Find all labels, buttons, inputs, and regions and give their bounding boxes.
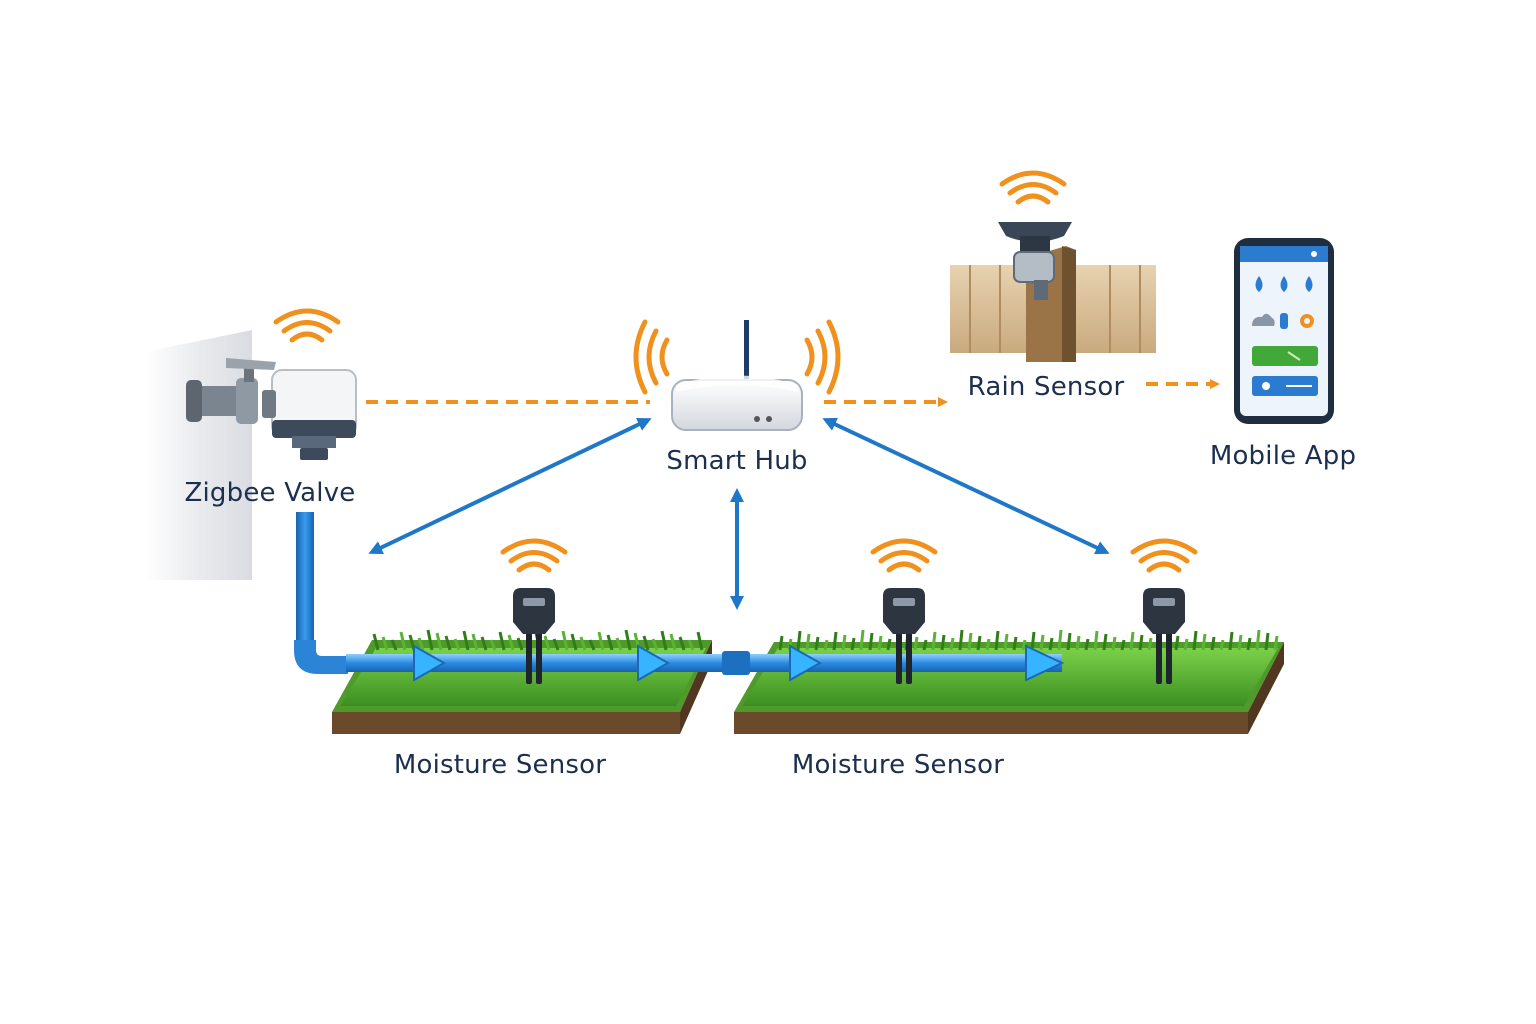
hub-signal-left-icon [633, 319, 670, 395]
lawn-patch-left [332, 629, 712, 734]
soil-moisture-probe-icon [513, 588, 555, 684]
mobile-app-label: Mobile App [1209, 441, 1357, 471]
hub-signal-right-icon [804, 319, 841, 395]
flow-arrow [789, 644, 823, 682]
flow-arrow [637, 644, 671, 682]
sensor-signal-icon [870, 538, 938, 573]
flow-arrow [1025, 644, 1065, 682]
moisture-sensor-label-1: Moisture Sensor [393, 750, 607, 780]
sensor-signal-icon [500, 538, 568, 573]
pipe-elbow [294, 640, 348, 674]
link-hub-left [368, 417, 652, 555]
data-links [368, 417, 1110, 610]
moisture-sensor-label-2: Moisture Sensor [791, 750, 1005, 780]
rain-sensor-icon [950, 222, 1156, 362]
lawn-patch-right [734, 629, 1284, 734]
zigbee-valve-icon [145, 330, 357, 580]
soil-moisture-probe-icon [1143, 588, 1185, 684]
zigbee-valve-label: Zigbee Valve [184, 478, 356, 508]
smartphone-icon [1234, 238, 1334, 424]
link-hub-right [822, 417, 1110, 555]
valve-signal-icon [273, 308, 341, 343]
rain-signal-icon [999, 170, 1067, 205]
router-icon [671, 320, 803, 431]
wireless-links [366, 379, 1220, 407]
water-pipe-vertical [296, 512, 314, 654]
rain-sensor-label: Rain Sensor [967, 372, 1125, 402]
soil-moisture-probe-icon [883, 588, 925, 684]
smart-hub-label: Smart Hub [666, 446, 808, 476]
sensor-signal-icon [1130, 538, 1198, 573]
flow-arrow [413, 644, 447, 682]
water-pipe-horizontal [346, 644, 1065, 682]
